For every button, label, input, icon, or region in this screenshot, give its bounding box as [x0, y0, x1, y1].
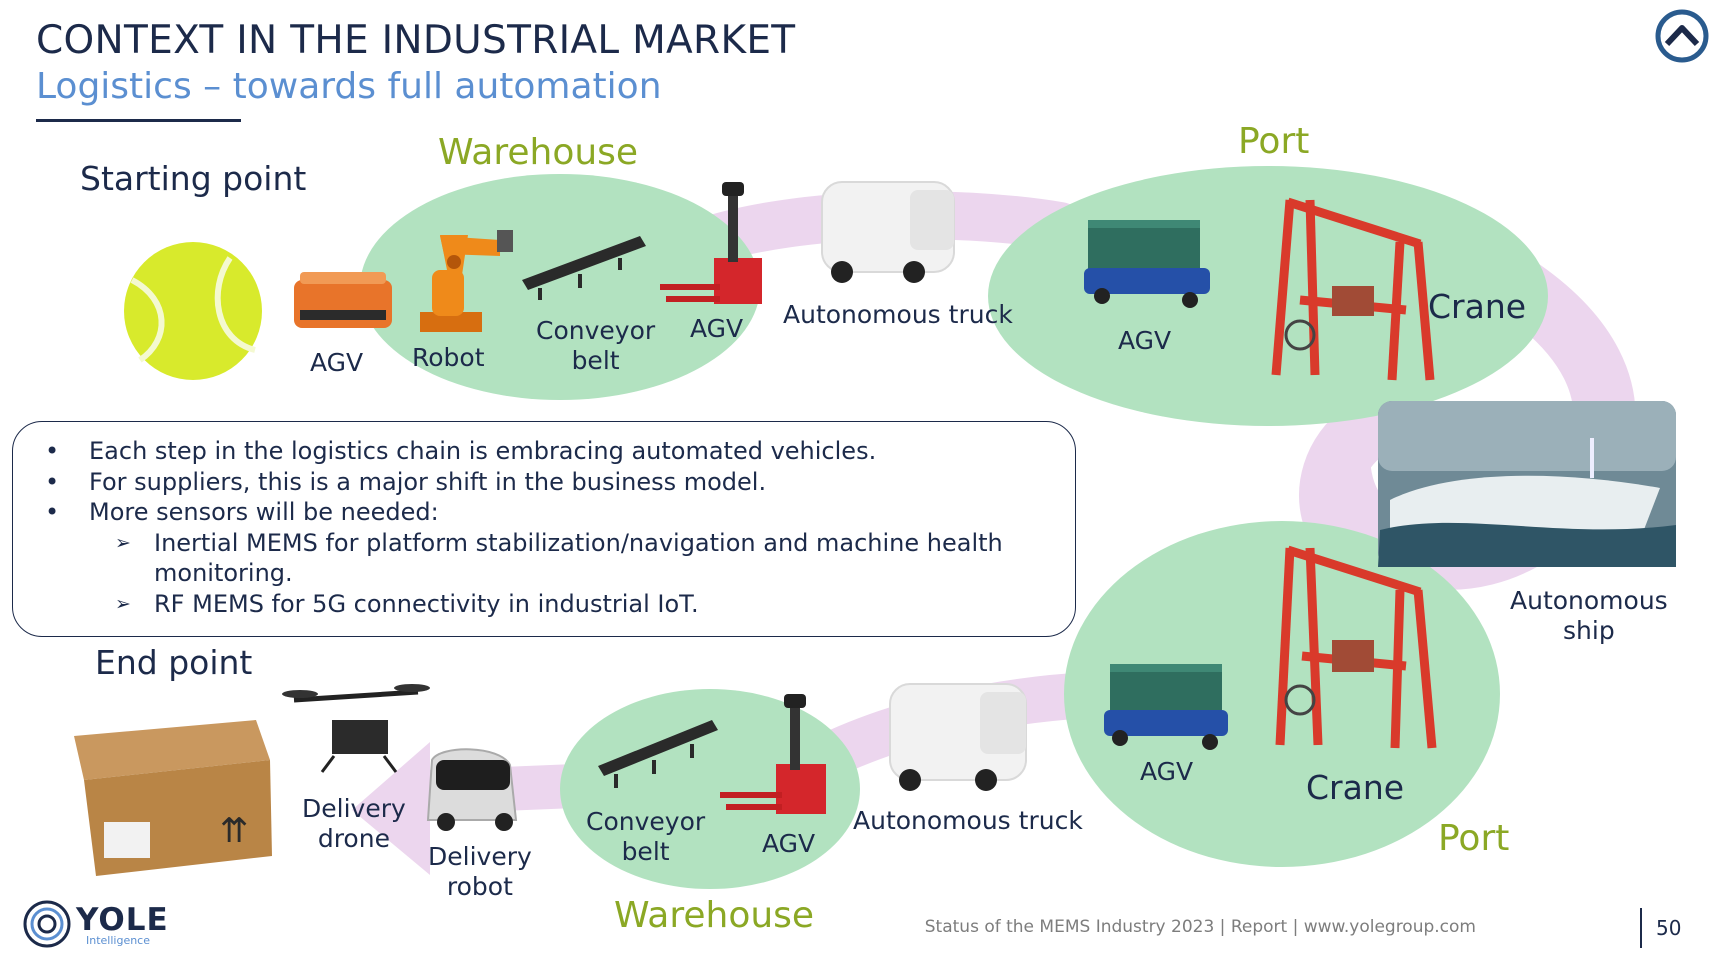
- sub-bullet-item: ➢Inertial MEMS for platform stabilizatio…: [115, 528, 1003, 557]
- conveyor-belt-icon: [598, 720, 718, 788]
- label-end-point: End point: [95, 643, 253, 682]
- delivery-drone-icon: [282, 684, 430, 773]
- label-crane-bottom: Crane: [1306, 768, 1405, 807]
- title-underline: [36, 119, 241, 122]
- label-conveyor-bottom: Conveyor belt: [586, 807, 706, 866]
- zone-warehouse-top: [360, 174, 760, 400]
- label-truck-bottom: Autonomous truck: [853, 806, 1083, 835]
- autonomous-truck-icon: [821, 181, 955, 283]
- gantry-crane-icon: [1275, 545, 1437, 749]
- sub-bullet-item: ➢RF MEMS for 5G connectivity in industri…: [115, 589, 699, 618]
- page-subtitle: Logistics – towards full automation: [36, 66, 662, 107]
- label-bottom-port: Port: [1438, 818, 1510, 859]
- sub-bullet-continuation: monitoring.: [154, 559, 293, 587]
- up-chevron-icon: [1655, 9, 1709, 63]
- label-autonomous-ship: Autonomous ship: [1510, 586, 1668, 645]
- bullet-item: •More sensors will be needed:: [45, 498, 439, 526]
- label-crane-top: Crane: [1428, 287, 1527, 326]
- bullet-list: •Each step in the logistics chain is emb…: [37, 436, 1051, 619]
- label-conveyor-top: Conveyor belt: [536, 316, 656, 375]
- label-top-port: Port: [1238, 121, 1310, 162]
- label-starting-point: Starting point: [80, 159, 307, 198]
- logo-wordmark: YOLE: [76, 902, 169, 938]
- yole-logo-icon: [23, 900, 71, 948]
- cardboard-box-icon: ⇈: [74, 720, 272, 876]
- conveyor-belt-icon: [522, 236, 646, 300]
- label-bottom-warehouse: Warehouse: [614, 895, 815, 936]
- footer-source: Status of the MEMS Industry 2023 | Repor…: [924, 917, 1476, 937]
- autonomous-truck-icon: [889, 683, 1027, 791]
- label-agv-port-bottom: AGV: [1140, 757, 1194, 786]
- container-agv-icon: [1104, 664, 1228, 750]
- page-divider: [1640, 908, 1642, 948]
- page-number: 50: [1656, 916, 1682, 940]
- label-agv-port-top: AGV: [1118, 326, 1172, 355]
- label-agv-small: AGV: [310, 348, 364, 377]
- tennis-ball-icon: [124, 242, 262, 380]
- robot-arm-icon: [420, 230, 513, 332]
- gantry-crane-icon: [1271, 197, 1435, 381]
- label-agv-forklift-bottom: AGV: [762, 829, 816, 858]
- svg-text:⇈: ⇈: [220, 811, 249, 851]
- page-title: CONTEXT IN THE INDUSTRIAL MARKET: [36, 18, 796, 63]
- forklift-agv-icon: [660, 182, 762, 304]
- zone-warehouse-bottom: [560, 689, 860, 889]
- logo-subtext: Intelligence: [86, 934, 151, 947]
- label-delivery-robot: Delivery robot: [428, 842, 532, 901]
- forklift-agv-icon: [720, 694, 826, 814]
- delivery-robot-icon: [426, 748, 518, 831]
- autonomous-ship-icon: [1378, 401, 1676, 567]
- label-top-warehouse: Warehouse: [438, 132, 639, 173]
- label-agv-forklift-top: AGV: [690, 314, 744, 343]
- bullet-item: •Each step in the logistics chain is emb…: [45, 437, 877, 465]
- bullet-item: •For suppliers, this is a major shift in…: [45, 467, 767, 496]
- agv-icon: [294, 272, 392, 328]
- label-truck-top: Autonomous truck: [783, 300, 1013, 329]
- info-box: •Each step in the logistics chain is emb…: [12, 421, 1076, 637]
- container-agv-icon: [1084, 220, 1210, 308]
- label-delivery-drone: Delivery drone: [302, 794, 406, 853]
- label-robot: Robot: [412, 343, 485, 372]
